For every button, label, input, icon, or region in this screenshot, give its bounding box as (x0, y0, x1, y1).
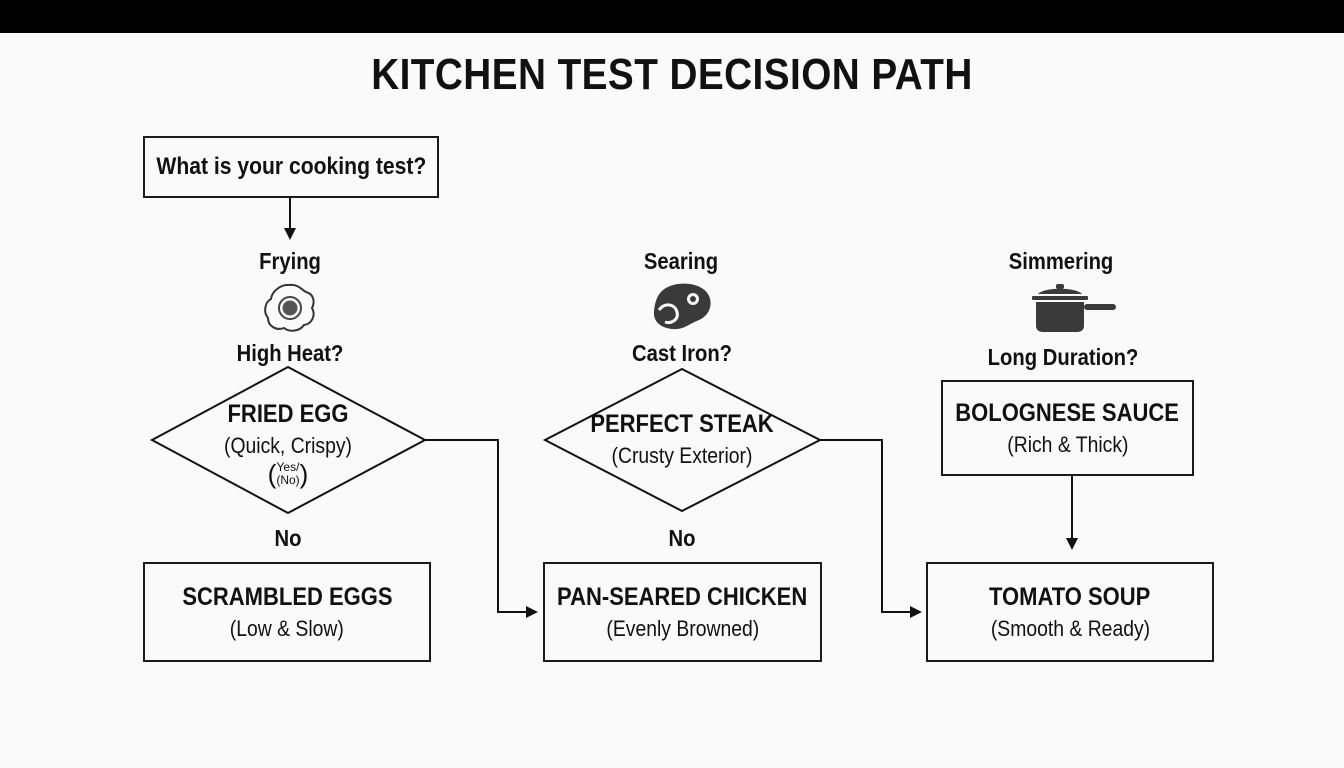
top-bar (0, 0, 1344, 33)
fried-egg-icon (264, 283, 315, 332)
category-simmering: Simmering (1008, 248, 1114, 274)
branch-label-frying: No (274, 525, 302, 551)
result-subtitle-tomato-soup: (Smooth & Ready) (990, 615, 1150, 641)
start-label: What is your cooking test? (156, 153, 426, 180)
no-label: (No) (276, 473, 300, 487)
result-title-pan-seared-chicken: PAN-SEARED CHICKEN (557, 582, 808, 611)
result-box-tomato-soup: TOMATO SOUP (Smooth & Ready) (926, 562, 1214, 662)
category-frying: Frying (259, 248, 321, 274)
decision-subtitle-perfect-steak: (Crusty Exterior) (611, 443, 753, 468)
result-subtitle-scrambled-eggs: (Low & Slow) (229, 615, 345, 641)
yes-no-label: ( Yes/ (No) ) (267, 459, 309, 489)
start-box: What is your cooking test? (143, 136, 439, 198)
steak-icon (653, 283, 711, 330)
decision-subtitle-bolognese-sauce: (Rich & Thick) (1006, 431, 1129, 457)
decision-text-searing: PERFECT STEAK (Crusty Exterior) (578, 410, 786, 469)
decision-title-bolognese-sauce: BOLOGNESE SAUCE (955, 398, 1180, 427)
decision-subtitle-fried-egg: (Quick, Crispy) (224, 433, 352, 458)
decision-diamond-frying (149, 365, 428, 515)
connector-fried-egg-to-chicken (425, 439, 538, 618)
question-frying: High Heat? (236, 340, 344, 366)
result-box-scrambled-eggs: SCRAMBLED EGGS (Low & Slow) (143, 562, 431, 662)
decision-diamond-searing (542, 367, 823, 513)
question-simmering: Long Duration? (987, 344, 1139, 370)
pot-icon (1032, 284, 1116, 332)
decision-text-frying: FRIED EGG (Quick, Crispy) ( Yes/ (No) ) (215, 400, 360, 487)
decision-title-perfect-steak: PERFECT STEAK (590, 410, 774, 438)
result-title-scrambled-eggs: SCRAMBLED EGGS (181, 582, 393, 611)
result-box-pan-seared-chicken: PAN-SEARED CHICKEN (Evenly Browned) (543, 562, 822, 662)
question-searing: Cast Iron? (631, 340, 733, 366)
result-title-tomato-soup: TOMATO SOUP (989, 582, 1151, 611)
decision-box-bolognese-sauce: BOLOGNESE SAUCE (Rich & Thick) (941, 380, 1194, 476)
category-searing: Searing (643, 248, 719, 274)
result-subtitle-pan-seared-chicken: (Evenly Browned) (606, 615, 759, 641)
yes-label: Yes/ (276, 460, 300, 474)
branch-label-searing: No (668, 525, 696, 551)
connector-steak-to-soup (820, 439, 922, 618)
diagram-title: KITCHEN TEST DECISION PATH (371, 50, 973, 99)
decision-title-fried-egg: FRIED EGG (227, 400, 349, 428)
